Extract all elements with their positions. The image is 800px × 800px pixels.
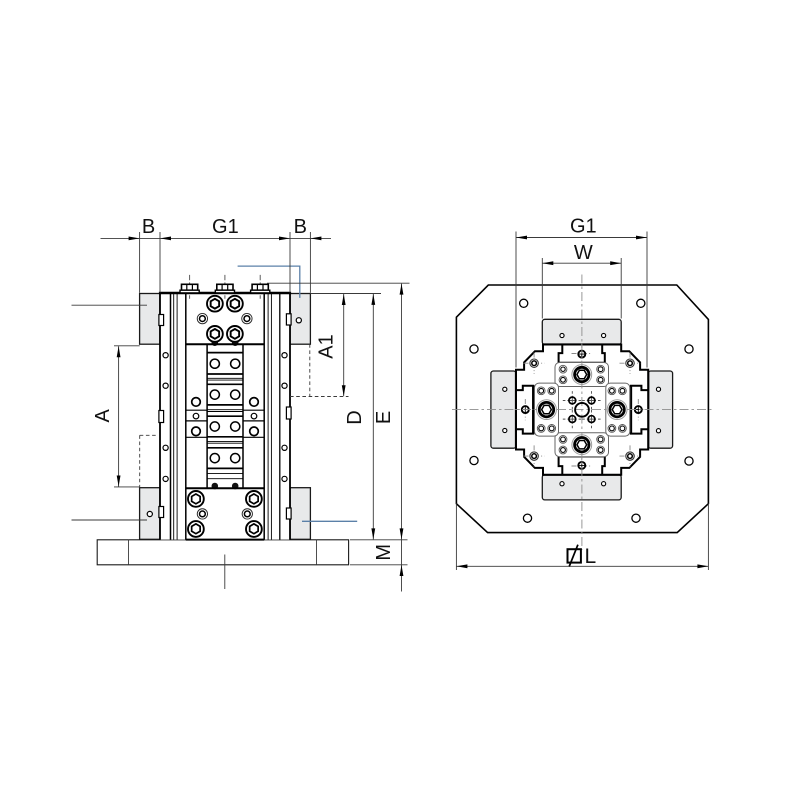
svg-text:L: L: [585, 545, 597, 568]
svg-text:D: D: [344, 410, 366, 424]
svg-text:G1: G1: [212, 216, 239, 238]
svg-text:G1: G1: [570, 216, 597, 238]
svg-text:E: E: [373, 411, 395, 424]
svg-text:A1: A1: [316, 334, 338, 358]
svg-text:A: A: [92, 408, 114, 422]
svg-text:B: B: [294, 216, 307, 238]
svg-text:B: B: [142, 216, 155, 238]
svg-text:W: W: [574, 242, 593, 264]
svg-text:M: M: [373, 544, 395, 561]
